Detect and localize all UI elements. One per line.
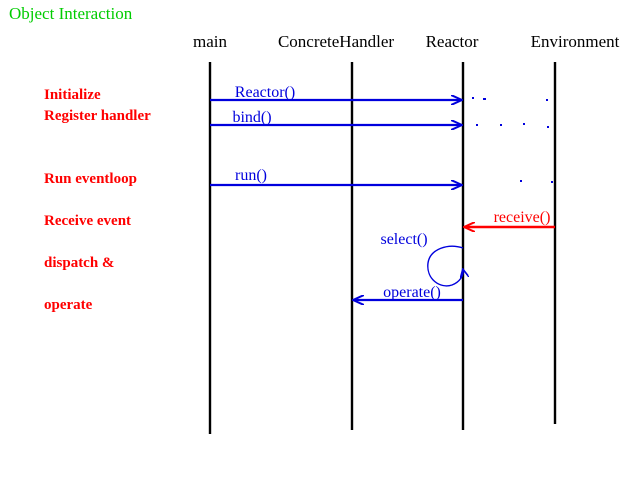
message-label-run: run()	[235, 167, 267, 184]
lifeline-label-reactor: Reactor	[425, 32, 479, 51]
message-self-call-select-loop	[427, 245, 463, 287]
note-receive-event: Receive event	[44, 213, 132, 229]
note-initialize: Initialize	[44, 87, 101, 103]
lifeline-label-main: main	[193, 32, 227, 51]
messages-group	[210, 100, 555, 300]
lifeline-label-concretehandler: ConcreteHandler	[277, 32, 395, 51]
lifeline-label-environment: Environment	[530, 32, 620, 51]
note-operate: operate	[44, 297, 93, 313]
lifelines-group	[208, 62, 557, 434]
message-label-bind: bind()	[232, 109, 272, 126]
message-label-reactor-ctor: Reactor()	[234, 84, 296, 101]
message-label-operate: operate()	[383, 284, 441, 301]
note-dispatch: dispatch &	[44, 255, 115, 271]
page-title: Object Interaction	[9, 4, 133, 23]
note-run-eventloop: Run eventloop	[44, 171, 137, 187]
scan-speckles-group	[472, 97, 553, 183]
note-register-handler: Register handler	[44, 108, 151, 124]
message-label-select: select()	[380, 231, 428, 248]
message-label-receive: receive()	[493, 209, 551, 226]
